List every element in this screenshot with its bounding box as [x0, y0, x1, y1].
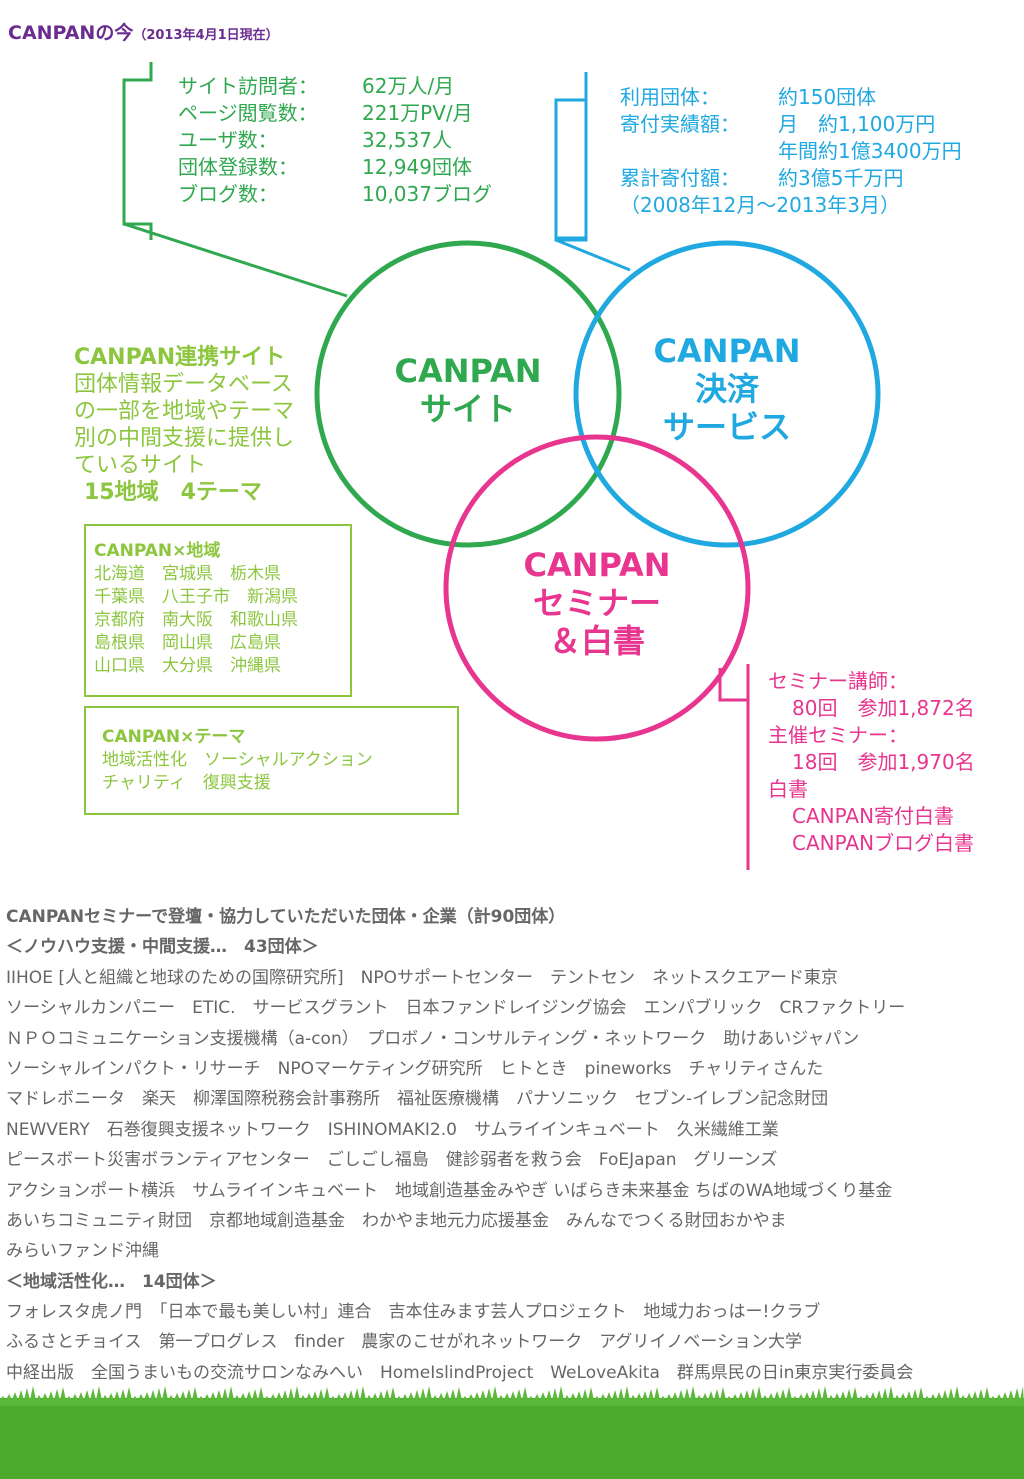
site-stat-label: サイト訪問者： — [178, 74, 318, 98]
site-stat-label: ページ閲覧数： — [178, 101, 318, 125]
payment-stat-label: 利用団体： — [620, 85, 720, 109]
site-stat-value: 12,949団体 — [362, 155, 472, 179]
circle-seminar-line3: ＆白書 — [548, 622, 645, 660]
seminar-stats: セミナー講師： 80回 参加1,872名 主催セミナー： 18回 参加1,970… — [768, 668, 975, 857]
site-stat-value: 62万人/月 — [362, 74, 455, 98]
grass-blade-edge — [0, 1386, 1024, 1406]
site-stat-row: ユーザ数： 32,537人 — [178, 126, 538, 153]
org-line: ソーシャルカンパニー ETIC. サービスグラント 日本ファンドレイジング協会 … — [6, 998, 906, 1019]
payment-stat-row: 年間約1億3400万円 — [620, 138, 1000, 165]
payment-stat-value: 約3億5千万円 — [778, 166, 904, 190]
org-line: アクションポート横浜 サムライインキュベート 地域創造基金みやぎ いばらき未来基… — [6, 1180, 893, 1201]
org-line: ふるさとチョイス 第一プログレス finder 農家のこせがれネットワーク アグ… — [6, 1332, 803, 1353]
circle-payment-line2: 決済 — [694, 370, 759, 408]
region-line: 京都府 南大阪 和歌山県 — [94, 610, 298, 630]
org-line: IIHOE [人と組織と地球のための国際研究所] NPOサポートセンター テント… — [6, 967, 838, 988]
theme-line: 地域活性化 ソーシャルアクション — [102, 750, 373, 770]
region-heading: CANPAN×地域 — [94, 541, 221, 561]
payment-stat-label: 累計寄付額： — [620, 166, 740, 190]
seminar-stat-line: 18回 参加1,970名 — [792, 750, 975, 774]
partner-desc-line: の一部を地域やテーマ — [74, 399, 295, 424]
partner-sites: CANPAN連携サイト 団体情報データベース の一部を地域やテーマ 別の中間支援… — [74, 344, 294, 506]
seminar-stat-line: CANPAN寄付白書 — [792, 804, 955, 828]
circle-seminar-line2: セミナー — [532, 584, 661, 622]
site-stat-value: 221万PV/月 — [362, 101, 473, 125]
org-line: あいちコミュニティ財団 京都地域創造基金 わかやま地元力応援基金 みんなでつくる… — [6, 1210, 787, 1231]
org-line: ピースボート災害ボランティアセンター ごしごし福島 健診弱者を救う会 FoEJa… — [6, 1150, 778, 1171]
title-main: CANPANの今 — [8, 22, 134, 44]
theme-heading: CANPAN×テーマ — [102, 727, 246, 747]
org-line: みらいファンド沖縄 — [6, 1241, 159, 1262]
circle-seminar — [443, 434, 751, 742]
circle-payment-line1: CANPAN — [653, 332, 801, 370]
org-line: 中経出版 全国うまいもの交流サロンなみへい HomeIslindProject … — [6, 1362, 914, 1383]
org-line: NEWVERY 石巻復興支援ネットワーク ISHINOMAKI2.0 サムライイ… — [6, 1119, 779, 1140]
site-stat-label: 団体登録数： — [178, 155, 298, 179]
payment-stat-value: 月 約1,100万円 — [778, 112, 936, 136]
site-stat-label: ユーザ数： — [178, 128, 278, 152]
venn-diagram — [122, 62, 881, 870]
title-date: （2013年4月1日現在） — [133, 28, 279, 43]
theme-line: チャリティ 復興支援 — [102, 773, 271, 793]
payment-stat-row: 寄付実績額： 月 約1,100万円 — [620, 111, 1000, 138]
site-stat-label: ブログ数： — [178, 182, 278, 206]
partner-desc-line: ているサイト — [74, 453, 207, 478]
payment-bracket — [554, 72, 588, 242]
payment-connector — [554, 72, 588, 240]
site-stat-row: 団体登録数： 12,949団体 — [178, 153, 538, 180]
payment-stat-row: 累計寄付額： 約3億5千万円 — [620, 165, 1000, 192]
payment-stat-row: （2008年12月～2013年3月） — [620, 192, 1000, 219]
payment-stats: 利用団体： 約150団体 寄付実績額： 月 約1,100万円 年間約1億3400万円… — [620, 84, 1000, 219]
circle-site-line1: CANPAN — [394, 352, 542, 390]
site-stat-row: サイト訪問者： 62万人/月 — [178, 72, 538, 99]
theme-box: CANPAN×テーマ 地域活性化 ソーシャルアクション チャリティ 復興支援 — [84, 706, 459, 815]
region-box: CANPAN×地域 北海道 宮城県 栃木県 千葉県 八王子市 新潟県 京都府 南… — [84, 524, 352, 697]
site-stat-row: ブログ数： 10,037ブログ — [178, 180, 538, 207]
payment-stat-label: 寄付実績額： — [620, 112, 740, 136]
partner-desc-line: 別の中間支援に提供し — [74, 426, 295, 451]
org-category-heading: ＜ノウハウ支援・中間支援… 43団体＞ — [6, 937, 319, 958]
seminar-stat-line: 80回 参加1,872名 — [792, 696, 975, 720]
site-stat-row: ページ閲覧数： 221万PV/月 — [178, 99, 538, 126]
region-line: 北海道 宮城県 栃木県 — [94, 564, 281, 584]
site-stat-value: 10,037ブログ — [362, 182, 492, 206]
org-line: マドレボニータ 楽天 柳澤国際税務会計事務所 福祉医療機構 パナソニック セブン… — [6, 1089, 829, 1110]
circle-site — [314, 240, 622, 548]
org-category-heading: ＜地域活性化… 14団体＞ — [6, 1271, 217, 1292]
site-stat-value: 32,537人 — [362, 128, 452, 152]
partner-count: 15地域 4テーマ — [84, 480, 262, 505]
circle-seminar-label: CANPAN セミナー ＆白書 — [497, 546, 697, 660]
payment-stat-row: 利用団体： 約150団体 — [620, 84, 1000, 111]
org-line: ＮＰＯコミュニケーション支援機構（a-con） プロボノ・コンサルティング・ネッ… — [6, 1028, 860, 1049]
org-line: フォレスタ虎ノ門 「日本で最も美しい村」連合 吉本住みます芸人プロジェクト 地域… — [6, 1302, 821, 1323]
org-list-heading: CANPANセミナーで登壇・協力していただいた団体・企業（計90団体） — [6, 907, 566, 927]
site-bracket — [122, 62, 153, 240]
region-line: 千葉県 八王子市 新潟県 — [94, 587, 298, 607]
partner-heading: CANPAN連携サイト — [74, 345, 286, 370]
org-line: ソーシャルインパクト・リサーチ NPOマーケティング研究所 ヒトとき pinew… — [6, 1058, 824, 1079]
site-stats: サイト訪問者： 62万人/月 ページ閲覧数： 221万PV/月 ユーザ数： 32,53… — [178, 72, 538, 207]
circle-site-label: CANPAN サイト — [368, 352, 568, 428]
region-line: 島根県 岡山県 広島県 — [94, 633, 281, 653]
seminar-stat-line: 主催セミナー： — [768, 723, 908, 747]
site-connector — [123, 222, 348, 298]
grass-footer — [0, 1386, 1024, 1479]
payment-stat-value: 年間約1億3400万円 — [778, 139, 962, 163]
org-list: CANPANセミナーで登壇・協力していただいた団体・企業（計90団体） ＜ノウハ… — [6, 902, 1018, 1388]
seminar-stat-line: CANPANブログ白書 — [792, 831, 975, 855]
circle-payment — [573, 240, 881, 548]
circle-seminar-line1: CANPAN — [523, 546, 671, 584]
seminar-stat-line: 白書 — [768, 777, 808, 801]
region-line: 山口県 大分県 沖縄県 — [94, 656, 281, 676]
seminar-stat-line: セミナー講師： — [768, 669, 908, 693]
payment-connector-2 — [555, 238, 631, 272]
circle-payment-label: CANPAN 決済 サービス — [627, 332, 827, 446]
circle-payment-line3: サービス — [662, 408, 791, 446]
partner-desc-line: 団体情報データベース — [74, 372, 293, 397]
payment-stat-period: （2008年12月～2013年3月） — [620, 193, 900, 217]
page-title: CANPANの今（2013年4月1日現在） — [8, 18, 279, 45]
payment-stat-value: 約150団体 — [778, 85, 877, 109]
circle-site-line2: サイト — [419, 390, 516, 428]
